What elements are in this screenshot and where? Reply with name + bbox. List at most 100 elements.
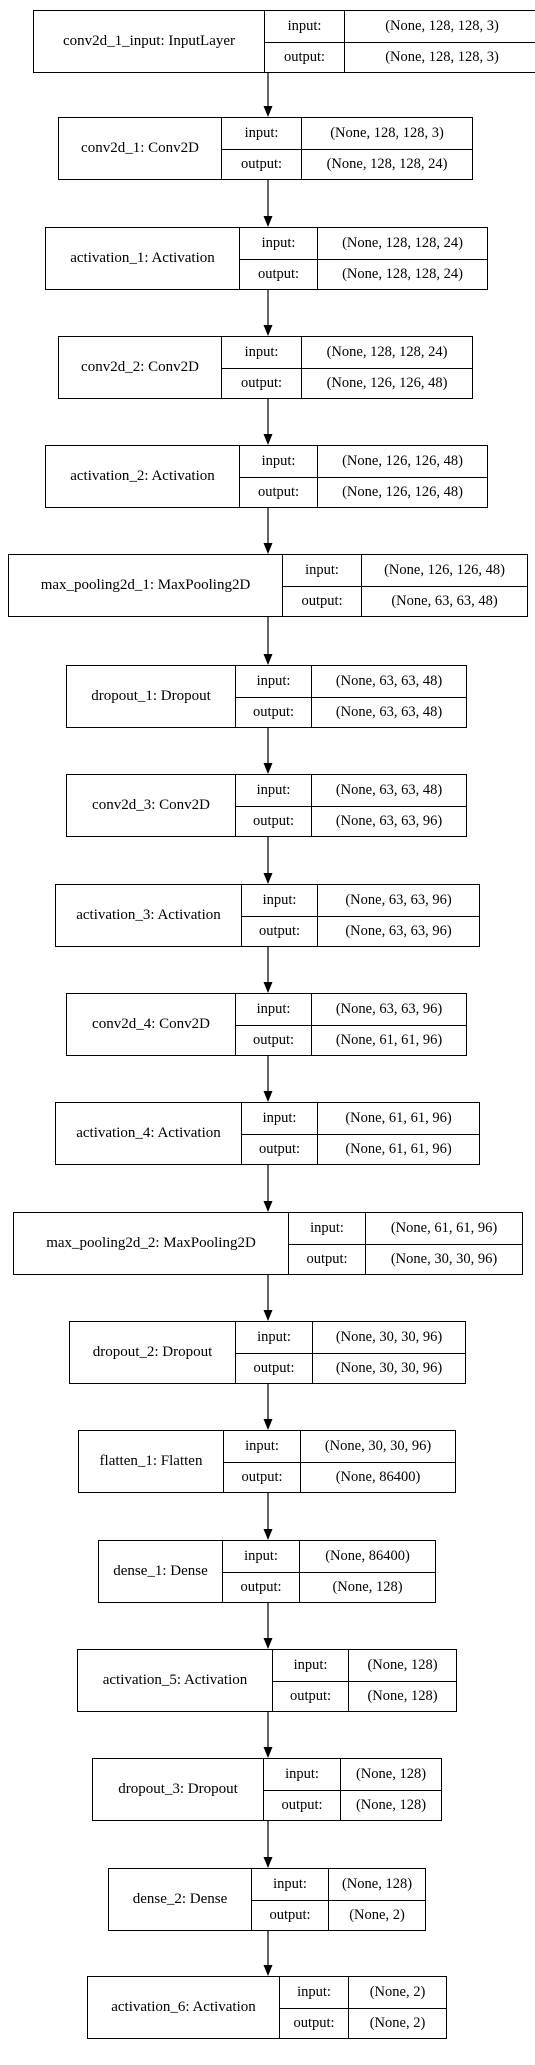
input-label: input:	[264, 1759, 341, 1790]
input-label: input:	[236, 666, 312, 697]
arrowhead-icon	[263, 763, 273, 774]
output-label: output:	[222, 149, 302, 179]
io-table: input:(None, 128, 128, 24)output: (None, …	[222, 337, 472, 398]
layer-name: activation_1: Activation	[46, 228, 240, 289]
output-label: output:	[240, 477, 318, 507]
input-shape: (None, 126, 126, 48)	[384, 561, 505, 578]
io-table: input:(None, 30, 30, 96)output:(None, 30…	[236, 1322, 465, 1383]
input-shape: (None, 2)	[369, 1983, 426, 2000]
output-label: output:	[264, 1790, 341, 1820]
input-label: input:	[236, 1322, 313, 1353]
input-label: input:	[280, 1977, 349, 2008]
output-shape: (None, 2)	[349, 1906, 405, 1923]
output-shape: (None, 30, 30, 96)	[335, 1359, 443, 1376]
io-table: input:(None, 128)output:(None, 128)	[273, 1650, 456, 1711]
output-label: output:	[224, 1462, 301, 1492]
layer-name: conv2d_1_input: InputLayer	[34, 11, 265, 72]
input-label: input:	[240, 446, 318, 477]
output-row: output:(None, 128, 128, 3)	[265, 41, 535, 72]
arrowhead-icon	[263, 1201, 273, 1212]
input-label: input:	[242, 1103, 318, 1134]
input-label: input:	[222, 118, 302, 149]
output-label: output:	[236, 697, 312, 727]
input-shape: (None, 126, 126, 48)	[342, 452, 463, 469]
output-shape: (None, 126, 126, 48)	[342, 483, 463, 500]
layer-name: activation_2: Activation	[46, 446, 240, 507]
output-shape: (None, 63, 63, 96)	[345, 922, 452, 939]
output-row: output: (None, 128)	[223, 1571, 435, 1602]
arrowhead-icon	[263, 1529, 273, 1540]
input-row: input:(None, 128)	[252, 1869, 425, 1900]
layer-name: flatten_1: Flatten	[79, 1431, 224, 1492]
io-table: input:(None, 86400)output:(None, 128)	[223, 1541, 435, 1602]
arrowhead-icon	[263, 873, 273, 884]
input-row: input: (None, 126, 126, 48)	[283, 555, 527, 586]
input-row: input:(None, 63, 63, 96)	[236, 994, 466, 1025]
output-label: output:	[223, 1572, 300, 1602]
arrowhead-icon	[263, 1965, 273, 1976]
output-row: output: (None, 63, 63, 48)	[236, 696, 466, 727]
layer-name: activation_4: Activation	[56, 1103, 242, 1164]
output-label: output:	[236, 1025, 312, 1055]
layer-name: conv2d_1: Conv2D	[59, 118, 222, 179]
input-row: input:(None, 63, 63, 48)	[236, 666, 466, 697]
arrowhead-icon	[263, 982, 273, 993]
arrowhead-icon	[263, 1419, 273, 1430]
output-shape: (None, 128, 128, 24)	[326, 155, 448, 172]
layer-name: activation_3: Activation	[56, 885, 242, 946]
output-row: output: (None, 61, 61, 96)	[236, 1024, 466, 1055]
input-label: input:	[223, 1541, 300, 1572]
input-shape: (None, 30, 30, 96)	[335, 1328, 443, 1345]
output-shape: (None, 126, 126, 48)	[326, 374, 448, 391]
input-shape: (None, 128)	[341, 1875, 413, 1892]
layer-name: dense_1: Dense	[99, 1541, 223, 1602]
input-shape: (None, 63, 63, 48)	[335, 781, 443, 798]
arrowhead-icon	[263, 1747, 273, 1758]
input-label: input:	[224, 1431, 301, 1462]
input-row: input:(None, 128, 128, 24)	[222, 337, 472, 368]
output-label: output:	[222, 368, 302, 398]
arrowhead-icon	[263, 654, 273, 665]
output-shape: (None, 128, 128, 3)	[385, 48, 499, 65]
input-row: input:(None, 128, 128, 24)	[240, 228, 487, 259]
input-label: input:	[283, 555, 362, 586]
input-shape: (None, 128, 128, 24)	[326, 343, 448, 360]
output-row: output:(None, 128, 128, 24)	[240, 258, 487, 289]
output-shape: (None, 63, 63, 96)	[335, 812, 443, 829]
output-shape: (None, 128)	[332, 1578, 403, 1595]
input-label: input:	[236, 775, 312, 806]
input-label: input:	[242, 885, 318, 916]
output-row: output:(None, 63, 63, 96)	[236, 805, 466, 836]
io-table: input:(None, 128, 128, 3)output: (None, 1…	[222, 118, 472, 179]
input-shape: (None, 63, 63, 96)	[345, 891, 452, 908]
output-label: output:	[283, 586, 362, 616]
output-row: output:(None, 128)	[264, 1789, 441, 1820]
input-row: input:(None, 61, 61, 96)	[289, 1213, 522, 1244]
input-label: input:	[273, 1650, 349, 1681]
layer-name: conv2d_4: Conv2D	[67, 994, 236, 1055]
output-row: output:(None, 61, 61, 96)	[242, 1133, 479, 1164]
io-table: input:(None, 128)output:(None, 2)	[252, 1869, 425, 1930]
input-row: input:(None, 128, 128, 3)	[222, 118, 472, 149]
input-shape: (None, 128, 128, 3)	[385, 17, 499, 34]
output-shape: (None, 63, 63, 48)	[335, 703, 443, 720]
arrowhead-icon	[263, 434, 273, 445]
input-shape: (None, 30, 30, 96)	[324, 1437, 432, 1454]
arrowhead-icon	[263, 1857, 273, 1868]
layer-name: activation_5: Activation	[78, 1650, 273, 1711]
output-label: output:	[242, 1134, 318, 1164]
io-table: input:(None, 63, 63, 96)output: (None, 61…	[236, 994, 466, 1055]
output-shape: (None, 61, 61, 96)	[335, 1031, 443, 1048]
layer-name: conv2d_2: Conv2D	[59, 337, 222, 398]
layer-name: activation_6: Activation	[88, 1977, 280, 2038]
output-row: output: (None, 126, 126, 48)	[240, 476, 487, 507]
io-table: input:(None, 61, 61, 96)output:(None, 61…	[242, 1103, 479, 1164]
io-table: input:(None, 63, 63, 48)output: (None, 63…	[236, 666, 466, 727]
output-label: output:	[289, 1244, 366, 1274]
